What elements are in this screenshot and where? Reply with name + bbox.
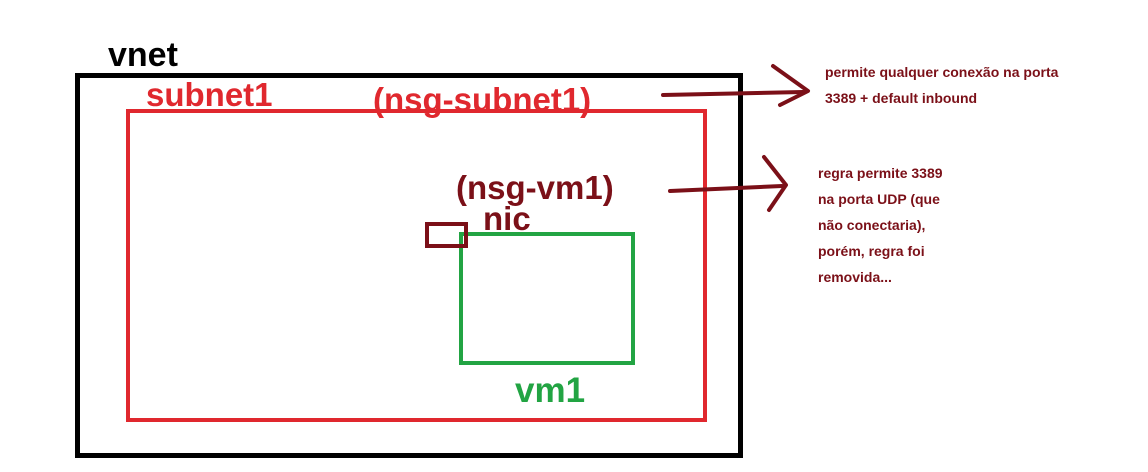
subnet-rule-note: permite qualquer conexão na porta 3389 +… [825, 59, 1058, 111]
note-line: permite qualquer conexão na porta [825, 64, 1059, 80]
nic-box [425, 222, 468, 248]
nsg-vm-label: (nsg-vm1) [456, 169, 614, 206]
nic-label: nic [483, 200, 531, 237]
note-line: na porta UDP (que [818, 191, 940, 207]
vm-rule-note: regra permite 3389 na porta UDP (que não… [818, 160, 943, 290]
note-line: regra permite 3389 [818, 165, 943, 181]
vm-box [459, 232, 635, 365]
arrow-right-icon [668, 155, 788, 212]
note-line: porém, regra foi [818, 243, 925, 259]
note-line: removida... [818, 269, 892, 285]
subnet-label: subnet1 [146, 76, 273, 113]
note-line: 3389 + default inbound [825, 90, 978, 106]
nsg-subnet-label: (nsg-subnet1) [373, 81, 592, 118]
note-line: não conectaria), [818, 217, 926, 233]
arrow-right-icon [661, 64, 810, 107]
vnet-label: vnet [108, 36, 178, 74]
vnet-box [75, 73, 743, 458]
vm-label: vm1 [515, 371, 586, 410]
subnet-box [126, 109, 707, 422]
